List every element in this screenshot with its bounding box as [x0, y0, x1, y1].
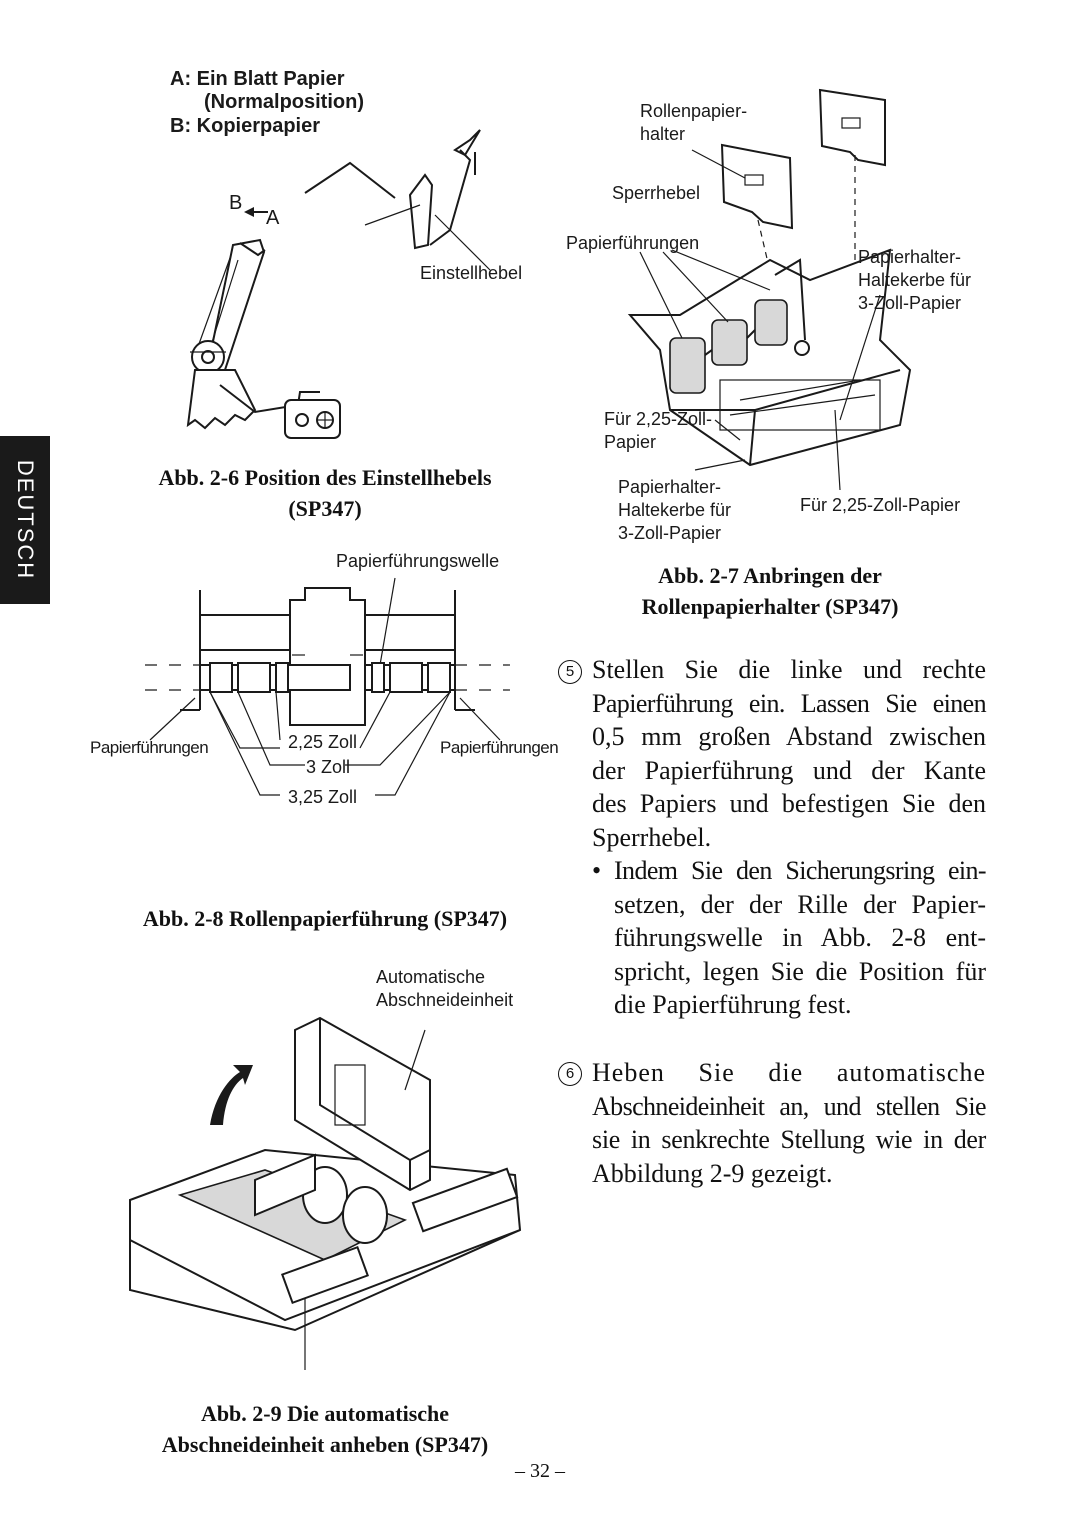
step-6-line-1: Heben Sie die automatische: [592, 1058, 986, 1087]
page-number: – 32 –: [515, 1460, 565, 1482]
bullet-line-1: Indem Sie den Sicherungsring ein-: [614, 856, 987, 885]
bullet-line-2: setzen, der der Rille der Papier-: [614, 889, 986, 919]
bullet-line-4: spricht, legen Sie die Position für: [614, 956, 986, 986]
guides-label: Papierführungen: [566, 233, 700, 253]
notch-right-line1: Papierhalter-: [858, 247, 962, 267]
roll-holder-illustration: [627, 88, 912, 491]
notch-right-line3: 3-Zoll-Papier: [858, 293, 962, 313]
label-225-right: Für 2,25-Zoll-Papier: [800, 495, 961, 515]
step-5-line-5: des Papiers und befestigen Sie den: [592, 789, 986, 818]
notch-left-line3: 3-Zoll-Papier: [618, 523, 722, 543]
step-6-circle: 6: [558, 1062, 582, 1086]
step-5-bullet-text: Indem Sie den Sicherungsring ein- setzen…: [614, 854, 987, 1022]
step-5-line-3: 0,5 mm großen Abstand zwischen: [592, 722, 986, 751]
figure-2-9-caption-line2: Abschneideinheit anheben (SP347): [161, 1432, 489, 1457]
notch-right-line2: Haltekerbe für: [858, 270, 972, 290]
bullet-line-3: führungswelle in Abb. 2-8 ent-: [614, 923, 986, 952]
figure-2-6-caption-line1: Abb. 2-6 Position des Einstellhebels: [158, 465, 492, 490]
step-6-line-2: Abschneideinheit an, und stellen Sie: [592, 1091, 987, 1121]
lock-lever-label: Sperrhebel: [612, 183, 701, 203]
step-6-line-3: sie in senkrechte Stellung wie in der: [592, 1125, 986, 1154]
figure-2-9-caption: Abb. 2-9 Die automatische Abschneideinhe…: [120, 1398, 530, 1460]
figure-2-7-caption-line1: Abb. 2-7 Anbringen der: [658, 563, 882, 588]
step-5-text: Stellen Sie die linke und rechte Papierf…: [592, 653, 987, 854]
label-225-line1: Für 2,25-Zoll-: [604, 409, 713, 429]
step-5-line-2: Papierführung ein. Lassen Sie einen: [592, 688, 987, 718]
shaft-illustration: [145, 577, 510, 796]
step-5-line-1: Stellen Sie die linke und rechte: [592, 655, 986, 684]
figure-2-7-caption: Abb. 2-7 Anbringen der Rollenpapierhalte…: [590, 560, 950, 622]
step-5-circle: 5: [558, 660, 582, 684]
holder-label-line1: Rollenpapier-: [640, 101, 748, 121]
bullet-line-5: die Papierführung fest.: [614, 990, 852, 1019]
lever-label: Einstellhebel: [420, 263, 523, 283]
figure-2-6-caption: Abb. 2-6 Position des Einstellhebels (SP…: [120, 462, 530, 524]
step-5-line-6: Sperrhebel.: [592, 822, 712, 852]
guides-right-label: Papierführungen: [440, 738, 559, 757]
step-5-line-4: der Papierführung und der Kante: [592, 755, 986, 785]
width-325-label: 3,25 Zoll: [288, 787, 358, 807]
step-6-text: Heben Sie die automatische Abschneideinh…: [592, 1056, 987, 1190]
width-225-label: 2,25 Zoll: [288, 732, 358, 752]
figure-2-8-caption: Abb. 2-8 Rollenpapierführung (SP347): [142, 906, 508, 931]
lever-illustration: [186, 129, 491, 439]
step-5-number: 5: [558, 660, 590, 684]
step-5-bullet: •: [592, 856, 602, 885]
language-tab: DEUTSCH: [0, 436, 50, 604]
label-225-line2: Papier: [604, 432, 657, 452]
figure-2-7-caption-line2: Rollenpapierhalter (SP347): [641, 594, 899, 619]
shaft-label: Papierführungswelle: [336, 551, 500, 571]
step-6-line-4: Abbildung 2-9 gezeigt.: [592, 1158, 833, 1188]
figure-2-6-caption-line2: (SP347): [288, 496, 362, 521]
holder-label-line2: halter: [640, 124, 686, 144]
legend-a-sub: (Normalposition): [204, 91, 364, 113]
mark-a: A: [266, 207, 280, 229]
guides-left-label: Papierführungen: [90, 738, 209, 757]
cutter-label-line2: Abschneideinheit: [376, 990, 514, 1010]
mark-b: B: [229, 192, 243, 214]
notch-left-line2: Haltekerbe für: [618, 500, 732, 520]
legend-a: A: Ein Blatt Papier: [170, 68, 345, 90]
step-6-number: 6: [558, 1062, 590, 1086]
cutter-label-line1: Automatische: [376, 967, 486, 987]
width-3-label: 3 Zoll: [306, 757, 351, 777]
cutter-illustration: [129, 1016, 522, 1370]
notch-left-line1: Papierhalter-: [618, 477, 722, 497]
figure-2-9-caption-line1: Abb. 2-9 Die automatische: [200, 1401, 450, 1426]
language-tab-label: DEUTSCH: [13, 459, 38, 581]
legend-b: B: Kopierpapier: [170, 115, 321, 137]
